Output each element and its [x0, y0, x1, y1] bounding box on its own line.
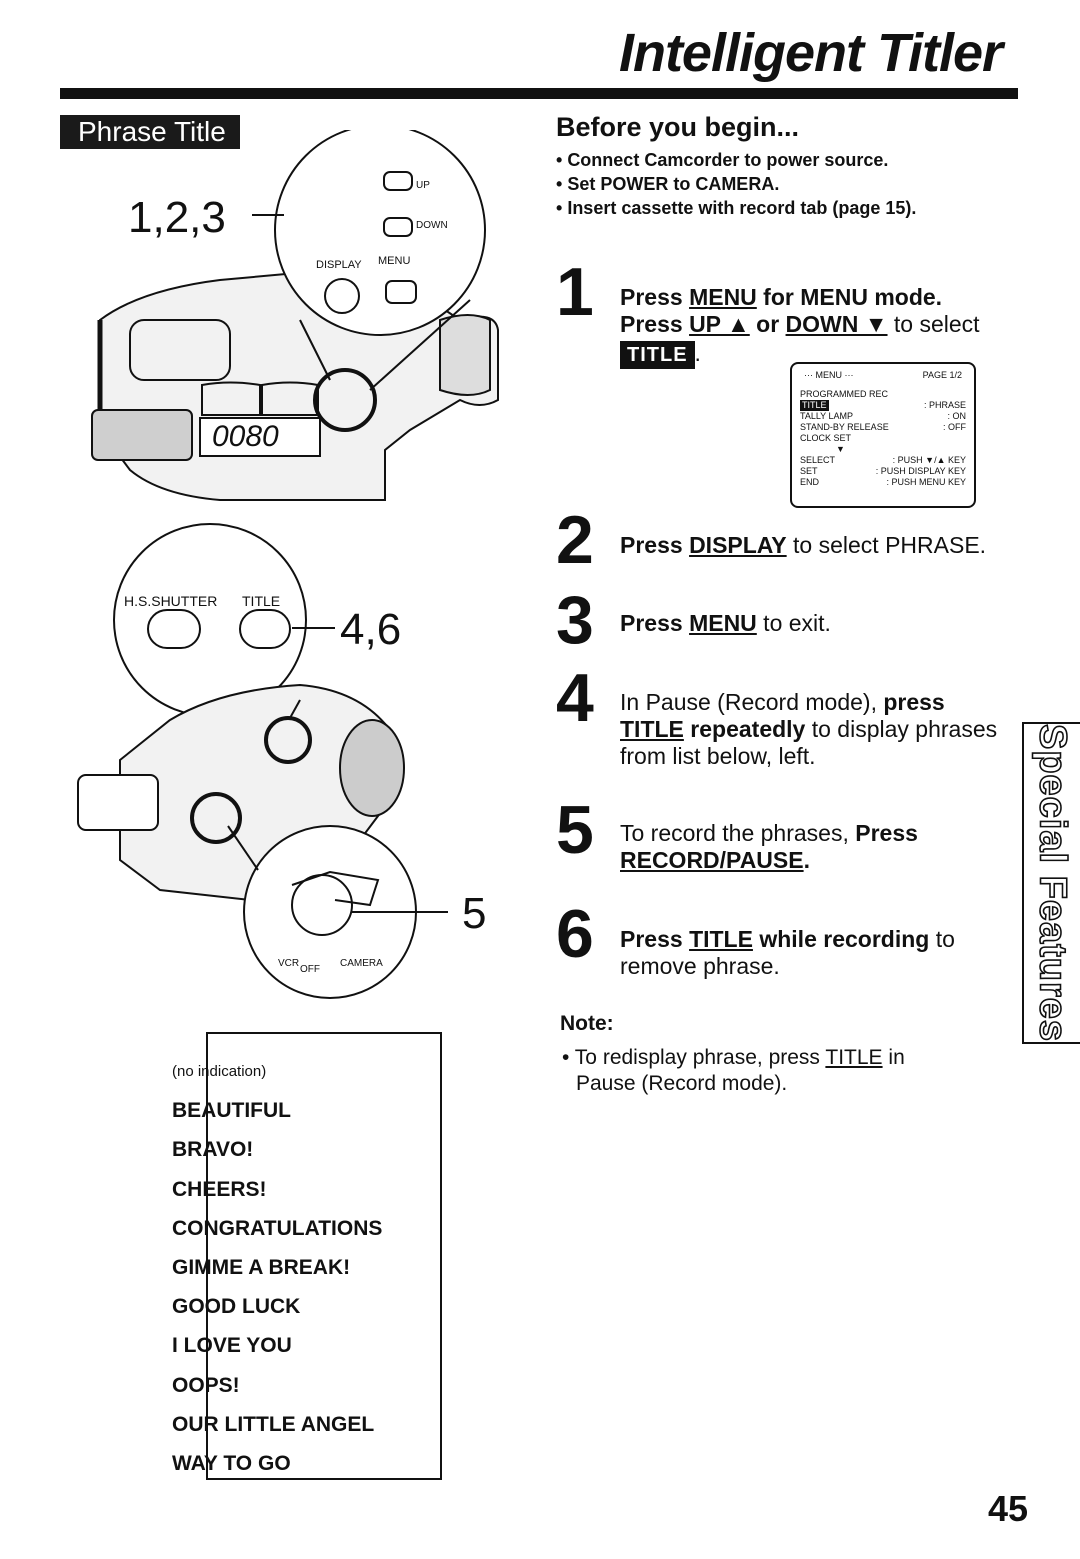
phrase-item: (no indication) [172, 1063, 267, 1080]
switch-camera-label: CAMERA [340, 958, 383, 969]
page-number: 45 [987, 1488, 1028, 1529]
phrase-item: BRAVO! [172, 1138, 254, 1162]
step-2-text: Press DISPLAY to select PHRASE. [620, 532, 987, 558]
step-1-number: 1 [556, 254, 594, 330]
step-1-text: Press MENU for MENU mode. Press UP ▲ or … [620, 284, 1030, 369]
phrase-item: CONGRATULATIONS [172, 1216, 383, 1240]
menu-row: PROGRAMMED REC [800, 389, 889, 399]
menu-row: TALLY LAMP: ON [800, 411, 966, 421]
callout-steps-1-2-3: 1,2,3 [128, 193, 226, 242]
menu-arrow: ▼ [836, 444, 845, 454]
special-features-tab: Special Features [1022, 722, 1080, 1044]
phrase-list-frame [206, 1032, 442, 1480]
phrase-item: GOOD LUCK [172, 1295, 301, 1319]
title-button-label: TITLE [242, 593, 280, 609]
camcorder-illustration: 1,2,3 4,6 5 UP DOWN DISPLAY MENU H.S.SHU… [77, 130, 499, 999]
step-6-number: 6 [556, 896, 594, 972]
phrase-item: GIMME A BREAK! [172, 1255, 351, 1279]
step-2-number: 2 [556, 502, 594, 578]
note-text: • To redisplay phrase, press TITLE in Pa… [562, 1046, 905, 1095]
step-5-text: To record the phrases, Press RECORD/PAUS… [620, 820, 918, 873]
step-3-number: 3 [556, 582, 594, 658]
switch-off-label: OFF [300, 964, 320, 975]
menu-key-row: SET: PUSH DISPLAY KEY [800, 466, 966, 476]
phrase-item: CHEERS! [172, 1177, 267, 1201]
side-tab-label: Special Features [1031, 723, 1075, 1043]
page-title: Intelligent Titler [618, 23, 1003, 83]
prep-list: Connect Camcorder to power source. Set P… [556, 148, 916, 220]
menu-button-label: MENU [378, 255, 410, 267]
step-5-number: 5 [556, 792, 594, 868]
phrase-list: (no indication) BEAUTIFUL BRAVO! CHEERS!… [172, 1052, 382, 1483]
menu-row: TITLE: PHRASE [800, 400, 966, 411]
callout-steps-4-6: 4,6 [340, 605, 401, 654]
phrase-item: BEAUTIFUL [172, 1099, 291, 1123]
phrase-item: OUR LITTLE ANGEL [172, 1412, 375, 1436]
menu-key-row: END: PUSH MENU KEY [800, 477, 966, 487]
note-label: Note: [560, 1012, 614, 1035]
display-button-label: DISPLAY [316, 259, 362, 271]
switch-vcr-label: VCR [278, 958, 299, 969]
up-button-label: UP [416, 180, 430, 191]
menu-screen: ··· MENU ···PAGE 1/2 PROGRAMMED REC TITL… [790, 362, 976, 508]
section-label: Phrase Title [60, 115, 240, 149]
step-4-text: In Pause (Record mode), press TITLE repe… [620, 689, 998, 769]
callout-step-5: 5 [462, 889, 486, 938]
prep-item: Insert cassette with record tab (page 15… [556, 196, 916, 220]
phrase-item: WAY TO GO [172, 1451, 291, 1475]
tape-counter: 0080 [212, 420, 279, 453]
title-rule [60, 88, 1018, 99]
menu-key-row: SELECT: PUSH ▼/▲ KEY [800, 455, 966, 465]
before-begin-heading: Before you begin... [556, 112, 800, 142]
phrase-item: I LOVE YOU [172, 1334, 292, 1358]
down-button-label: DOWN [416, 220, 448, 231]
shutter-button-label: H.S.SHUTTER [124, 593, 217, 609]
step-6-text: Press TITLE while recording to remove ph… [620, 926, 955, 979]
prep-item: Connect Camcorder to power source. [556, 148, 916, 172]
phrase-item: OOPS! [172, 1373, 240, 1397]
step-3-text: Press MENU to exit. [620, 610, 831, 636]
menu-row: CLOCK SET [800, 433, 852, 443]
title-chip: TITLE [620, 341, 695, 369]
menu-row: STAND-BY RELEASE: OFF [800, 422, 966, 432]
prep-item: Set POWER to CAMERA. [556, 172, 916, 196]
step-4-number: 4 [556, 660, 594, 736]
